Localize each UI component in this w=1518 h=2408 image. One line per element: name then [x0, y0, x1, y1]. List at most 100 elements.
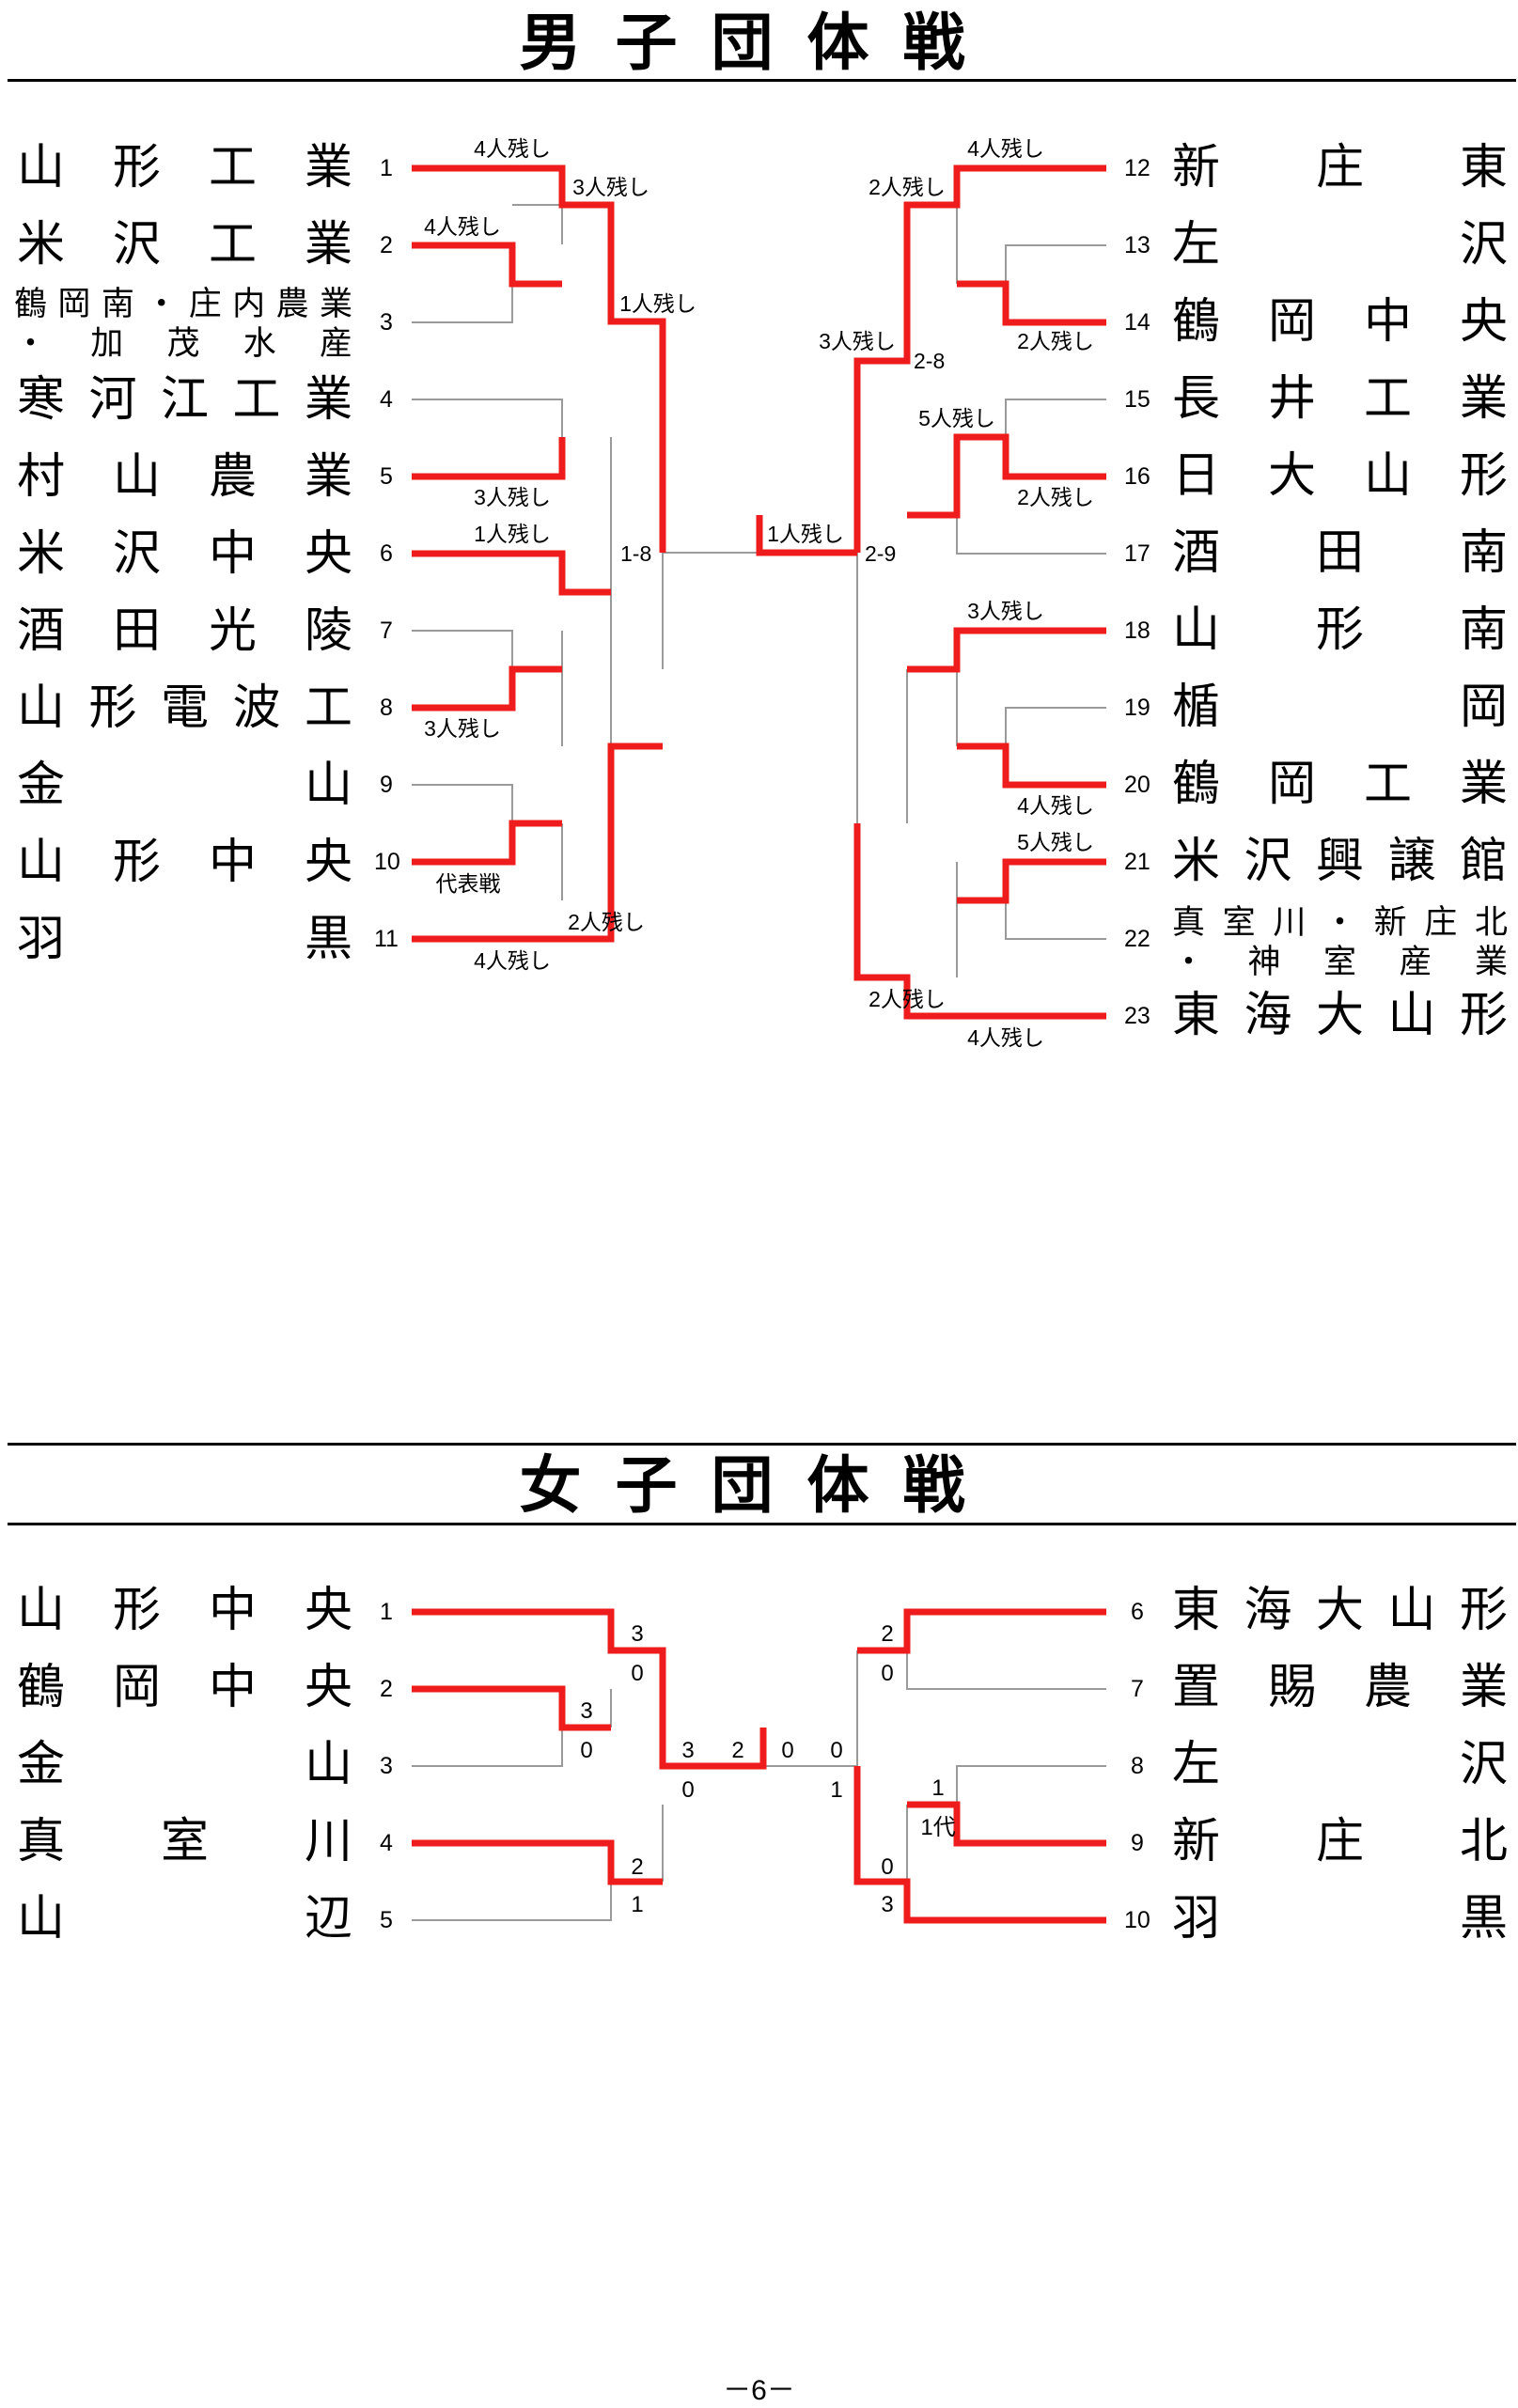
male-team-21: 米沢興譲館 [1172, 833, 1508, 891]
male-team-14: 鶴岡中央 [1172, 293, 1508, 352]
team-char: 岡 [112, 1660, 161, 1715]
male-team-16: 日大山形 [1172, 447, 1508, 506]
match-score: 2 [631, 1854, 644, 1880]
match-score: 3 [881, 1892, 894, 1917]
team-char: ・ [145, 286, 179, 323]
team-char: 陵 [304, 603, 352, 659]
seed-number: 3 [380, 1753, 393, 1779]
team-char: 金 [17, 1737, 66, 1792]
bracket-line [512, 204, 563, 244]
seed-number: 5 [380, 463, 393, 490]
match-score: 0 [681, 1777, 695, 1803]
seed-number: 7 [1131, 1676, 1144, 1702]
match-score: 0 [580, 1738, 593, 1763]
team-char: 形 [112, 835, 161, 890]
bracket-winner-line [412, 665, 562, 711]
team-char: 形 [1315, 602, 1364, 658]
male-title-rule [8, 79, 1516, 82]
team-char: 工 [304, 680, 352, 736]
bracket-winner-line [907, 433, 1106, 519]
team-char: 海 [1244, 988, 1292, 1043]
result-label: 2人残し [1017, 485, 1094, 509]
team-char: 業 [1459, 757, 1508, 812]
female-team-3: 金山 [17, 1736, 352, 1794]
team-char: 光 [208, 603, 257, 659]
team-char: 山 [17, 1891, 66, 1947]
result-label: 3人残し [967, 599, 1044, 623]
male-team-1: 山形工業 [17, 139, 352, 197]
male-team-13: 左沢 [1172, 216, 1508, 274]
team-char: 譲 [1387, 834, 1436, 889]
team-char: 工 [232, 372, 281, 428]
seed-number: 16 [1124, 463, 1150, 490]
match-score: 0 [830, 1738, 843, 1763]
female-team-8: 左沢 [1172, 1736, 1508, 1794]
team-char: 北 [1459, 1814, 1508, 1869]
team-char: 南 [1459, 525, 1508, 581]
team-char: 楯 [1172, 680, 1221, 735]
seed-number: 17 [1124, 540, 1150, 567]
team-char: 金 [17, 758, 66, 813]
bracket-line [412, 1728, 563, 1767]
result-label: 4人残し [967, 1025, 1044, 1050]
bracket-winner-line [412, 1608, 767, 1770]
team-char: 新 [1172, 1814, 1221, 1869]
seed-number: 8 [380, 695, 393, 721]
male-section-title: 男子団体戦 [519, 6, 999, 79]
team-char: 業 [304, 140, 352, 195]
female-title-rule [8, 1523, 1516, 1525]
seed-number: 6 [1131, 1599, 1144, 1625]
bracket-line [412, 784, 513, 823]
seed-number: 2 [380, 232, 393, 258]
male-team-22-line1: 真室川・新庄北 [1172, 904, 1508, 942]
team-char: 沢 [112, 217, 161, 273]
seed-number: 19 [1124, 695, 1150, 721]
bracket-winner-line [412, 437, 566, 480]
bracket-winner-line [907, 1801, 1106, 1847]
match-score: 0 [631, 1661, 644, 1686]
bracket-line [956, 515, 1106, 555]
team-char: 酒 [17, 603, 66, 659]
match-score: 3 [631, 1621, 644, 1647]
team-char: 央 [304, 1583, 352, 1638]
bracket-winner-line [957, 858, 1106, 904]
female-team-1: 山形中央 [17, 1582, 352, 1640]
bracket-line [412, 399, 563, 437]
team-char: 山 [17, 680, 66, 736]
team-char: 中 [208, 1583, 257, 1638]
team-char: 黒 [304, 912, 352, 967]
team-char: 形 [112, 1583, 161, 1638]
page-number: －6－ [723, 2375, 795, 2406]
team-char: 館 [1459, 834, 1508, 889]
team-char: 産 [319, 325, 352, 363]
team-char: 村 [17, 449, 66, 505]
team-char: 工 [208, 140, 257, 195]
bracket-winner-line [412, 242, 562, 288]
female-section-title: 女子団体戦 [519, 1448, 999, 1522]
bracket-line [1005, 900, 1106, 940]
result-label: 1人残し [474, 522, 551, 546]
result-label: 4人残し [474, 136, 551, 161]
bracket-winner-line [412, 1839, 663, 1885]
result-label: 3人残し [572, 175, 649, 199]
team-char: 日 [1172, 448, 1221, 504]
bracket-winner-line [857, 1608, 1106, 1654]
result-label: 4人残し [1017, 793, 1094, 818]
male-team-2: 米沢工業 [17, 216, 352, 274]
team-char: 沢 [1459, 1737, 1508, 1792]
team-char: 長 [1172, 371, 1221, 427]
team-char: 米 [1172, 834, 1221, 889]
result-label: 5人残し [1017, 830, 1094, 854]
team-char: 室 [1322, 944, 1356, 981]
team-char: 東 [1459, 140, 1508, 195]
male-team-20: 鶴岡工業 [1172, 756, 1508, 814]
female-team-9: 新庄北 [1172, 1813, 1508, 1871]
team-char: 辺 [304, 1891, 352, 1947]
male-team-9: 金山 [17, 757, 352, 815]
female-team-10: 羽黒 [1172, 1890, 1508, 1948]
male-team-18: 山形南 [1172, 602, 1508, 660]
result-label: 3人残し [424, 716, 501, 741]
bracket-line [1005, 399, 1106, 437]
team-char: 業 [304, 217, 352, 273]
team-char: 左 [1172, 1737, 1221, 1792]
